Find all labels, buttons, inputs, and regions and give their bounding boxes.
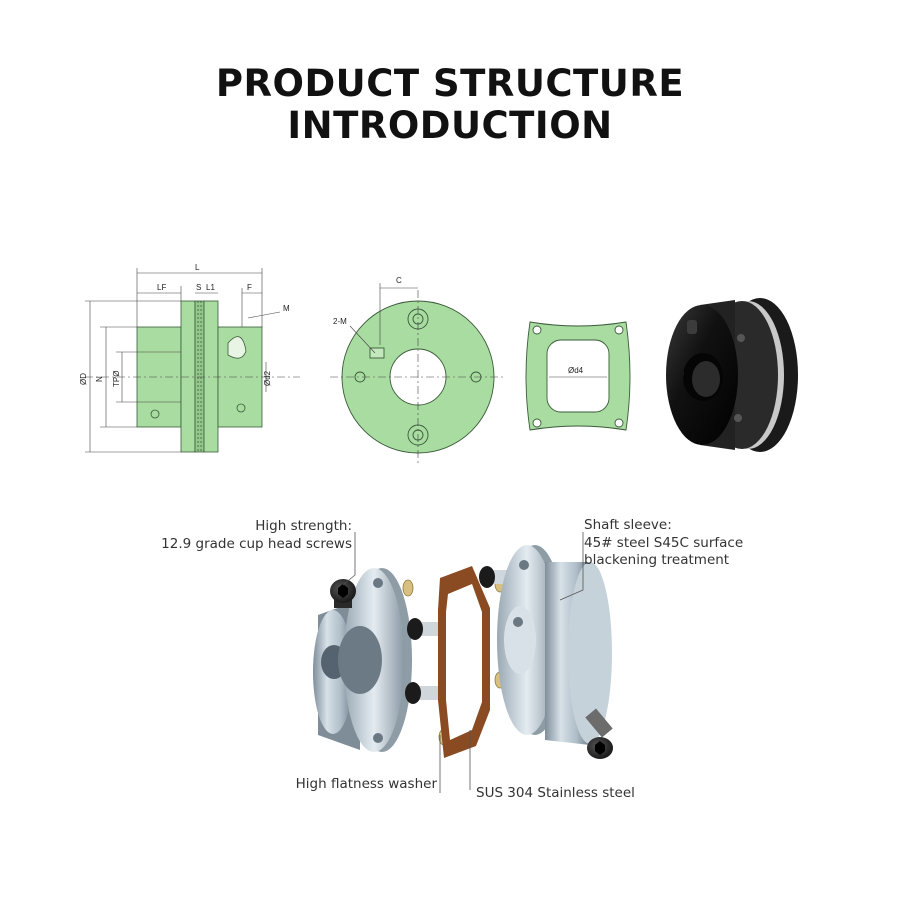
side-view-drawing [136,300,263,453]
dim-C: C [396,276,402,285]
dim-TP: TPØ [112,371,121,387]
dim-d4: Ød4 [568,366,584,375]
callout-shaft-sleeve-line2: 45# steel S45C surface [584,535,743,551]
callout-stainless: SUS 304 Stainless steel [476,785,635,801]
dim-S: S [196,283,201,292]
exploded-view [313,545,613,759]
dim-N: N [95,376,104,382]
dim-2M: 2-M [333,317,347,326]
dim-d2: Ød2 [263,370,272,386]
callout-shaft-sleeve-line3: blackening treatment [584,552,729,568]
callout-high-strength-line1: High strength: [255,518,352,534]
dim-LF: LF [157,283,166,292]
right-hub-body [568,562,612,744]
page-title-line2: INTRODUCTION [287,104,613,147]
callout-shaft-sleeve-line1: Shaft sleeve: [584,517,672,533]
dim-M: M [283,304,290,313]
coupling-photo [666,298,798,452]
disc-drawing [525,321,631,431]
dim-OD: ØD [79,373,88,385]
left-flange [180,300,196,453]
dim-F: F [247,283,252,292]
callout-leaders [342,532,584,793]
dim-L1: L1 [206,283,215,292]
left-hub [136,326,182,428]
page-title-line1: PRODUCT STRUCTURE [215,62,685,105]
dim-L: L [195,263,200,272]
callout-high-strength-line2: 12.9 grade cup head screws [161,536,352,552]
right-flange [203,300,219,453]
callout-washer: High flatness washer [296,776,438,792]
